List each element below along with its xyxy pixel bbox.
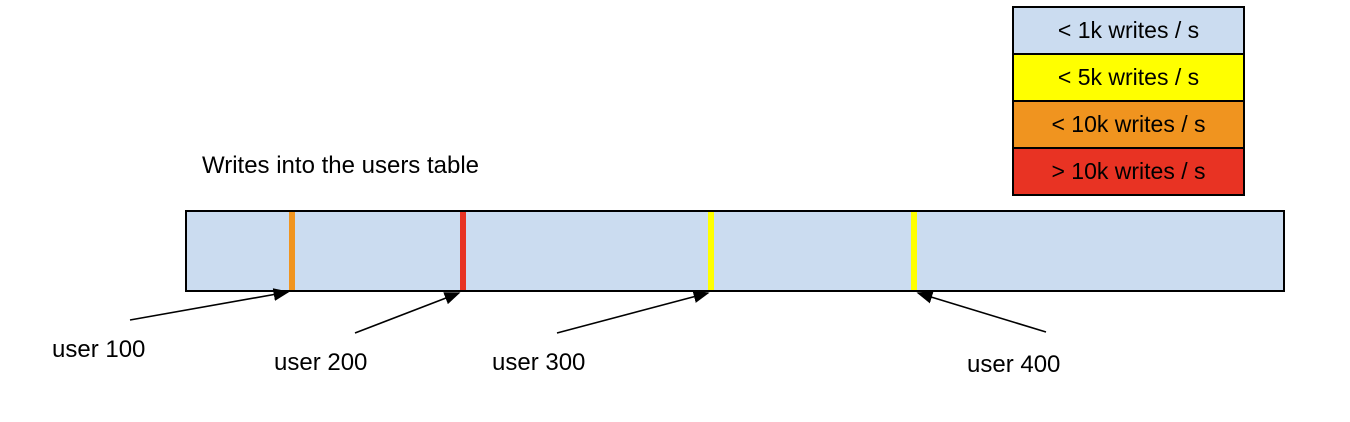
legend-item-lt-5k: < 5k writes / s	[1012, 53, 1245, 102]
arrow-user-300	[556, 290, 710, 334]
write-hotspot-user-200	[460, 212, 466, 290]
user-400-label: user 400	[967, 351, 1061, 378]
user-200-label: user 200	[274, 349, 368, 376]
user-100-label: user 100	[52, 336, 146, 363]
user-300-label: user 300	[492, 349, 586, 376]
arrow-user-400	[916, 291, 1047, 333]
write-hotspot-user-400	[911, 212, 917, 290]
diagram-title: Writes into the users table	[202, 152, 480, 179]
legend-item-lt-10k: < 10k writes / s	[1012, 100, 1245, 149]
arrow-user-200	[354, 292, 461, 334]
users-table-bar	[185, 210, 1285, 292]
arrow-user-100	[129, 288, 290, 321]
legend: < 1k writes / s < 5k writes / s < 10k wr…	[1012, 6, 1245, 196]
legend-item-lt-1k: < 1k writes / s	[1012, 6, 1245, 55]
write-hotspot-user-300	[708, 212, 714, 290]
write-hotspot-user-100	[289, 212, 295, 290]
legend-item-gt-10k: > 10k writes / s	[1012, 147, 1245, 196]
